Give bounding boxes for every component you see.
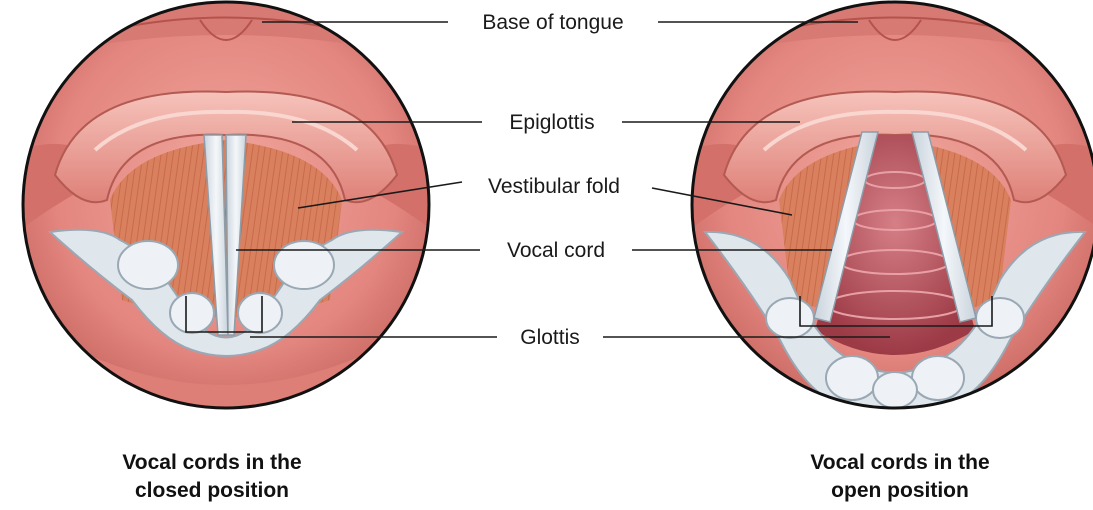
label-vestibular-fold: Vestibular fold	[488, 175, 620, 198]
label-epiglottis: Epiglottis	[509, 111, 594, 134]
caption-closed-line2: closed position	[135, 479, 289, 502]
caption-open-line1: Vocal cords in the	[810, 451, 989, 474]
label-base-of-tongue: Base of tongue	[482, 11, 623, 34]
label-glottis: Glottis	[520, 326, 580, 349]
caption-open-line2: open position	[831, 479, 969, 502]
label-vocal-cord: Vocal cord	[507, 239, 605, 262]
caption-closed-line1: Vocal cords in the	[122, 451, 301, 474]
